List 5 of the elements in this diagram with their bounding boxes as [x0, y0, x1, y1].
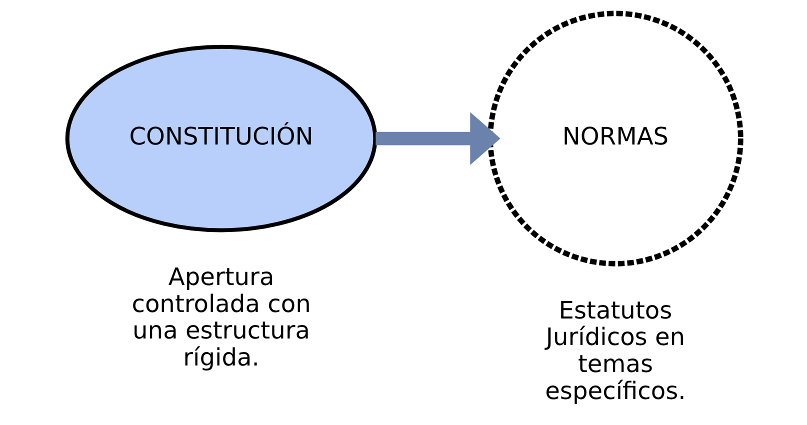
node-label: Estatutos Jurídicos en temas específicos. [544, 296, 686, 405]
arrow [375, 112, 500, 165]
node-ellipse: CONSTITUCIÓN [64, 44, 377, 232]
node-circle: NORMAS [487, 10, 743, 266]
node-label: Apertura controlada con una estructura rígida. [131, 262, 310, 372]
